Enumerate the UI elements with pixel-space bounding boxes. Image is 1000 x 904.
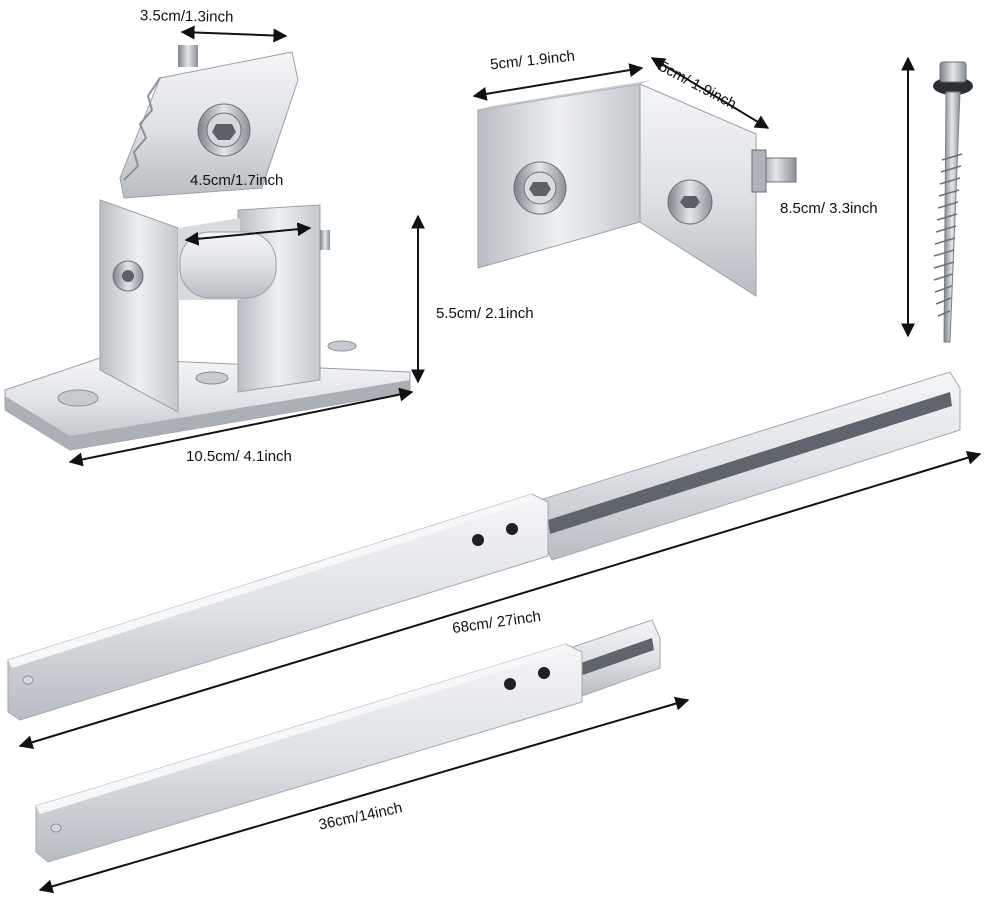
label-screw-length: 8.5cm/ 3.3inch xyxy=(780,200,878,217)
hinge-mount xyxy=(4,45,411,451)
top-bolt-thread xyxy=(178,45,198,67)
arrow-angle-depth xyxy=(650,57,770,129)
label-hinge-height: 5.5cm/ 2.1inch xyxy=(436,305,534,322)
hinge-pivot-cylinder xyxy=(179,231,277,299)
arrow-short-arm xyxy=(38,696,690,894)
base-hole-left xyxy=(57,389,99,407)
screw-head xyxy=(939,61,967,83)
label-hinge-inner-width: 4.5cm/1.7inch xyxy=(190,172,284,189)
label-hinge-top-width: 3.5cm/1.3inch xyxy=(139,7,234,26)
angle-bracket xyxy=(477,80,797,297)
arrow-base-length xyxy=(68,387,414,467)
short-arm-hole-1 xyxy=(504,678,516,690)
long-arm-hole-2 xyxy=(506,523,518,535)
label-base-length: 10.5cm/ 4.1inch xyxy=(186,448,292,465)
lag-screw xyxy=(933,61,973,343)
base-hole-center xyxy=(195,371,229,385)
short-arm-hole-2 xyxy=(538,667,550,679)
arrow-angle-width xyxy=(472,63,644,101)
long-arm-end-hole xyxy=(22,675,34,685)
hinge-axle-end xyxy=(320,230,330,250)
dimension-arrows xyxy=(18,25,982,894)
base-hole-right xyxy=(327,340,357,352)
arrow-hinge-inner xyxy=(184,222,312,246)
short-arm-end-hole xyxy=(50,823,62,833)
long-arm-hole-1 xyxy=(472,534,484,546)
screw-shank xyxy=(943,91,961,343)
arrow-hinge-top xyxy=(180,25,288,43)
